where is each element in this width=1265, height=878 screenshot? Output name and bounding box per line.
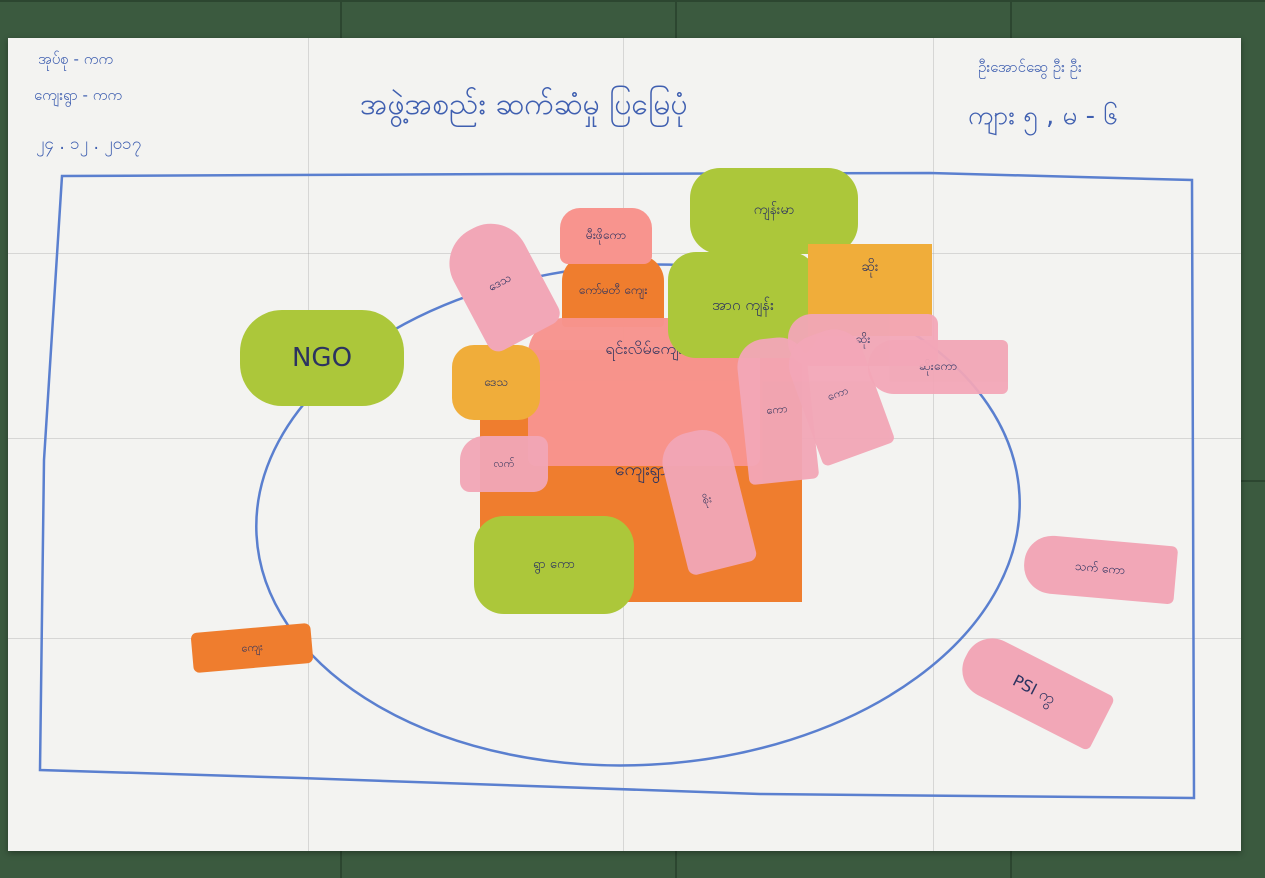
note-center-salmon-label: ရင်းလိမ်ကျေး [605,339,683,358]
paper-fold [308,38,309,851]
note-bottom-green: ရွာ ကော [474,516,634,614]
header-left-line2: ကျေးရွာ - ကက [34,86,123,104]
note-yellow-left-label: ဒေသ [484,374,508,389]
note-bottom-green-label: ရွာ ကော [532,556,576,572]
note-pink-left-small: လက် [460,436,548,492]
floor-seam [1241,480,1265,482]
note-orange-small-label: ကော်မတီ ကျေး [578,283,648,298]
note-top-green: ကျန်းမာ [690,168,858,254]
note-left-pink-tag-label: ဒေသ [485,270,514,295]
header-left-line3: ၂၄ . ၁၂ . ၂၀၁၇ [36,134,142,154]
note-right-pink-label: သက် ကော [1074,559,1126,578]
floor-seam [1010,850,1012,878]
note-mid-green: အာဂ ကျန်း [668,252,818,358]
note-yellow-left: ဒေသ [452,345,540,420]
note-pink-center-tag-label: စိုး [700,492,713,507]
floor-seam [675,850,677,878]
paper-fold [8,638,1241,639]
floor-seam [0,0,1265,2]
note-salmon-top-label: မီးဖိုကော [586,228,626,243]
note-pink-left-small-label: လက် [493,456,515,470]
note-top-green-label: ကျန်းမာ [753,202,795,219]
note-salmon-top: မီးဖိုကော [560,208,652,264]
note-pink-tall-2-label: ကော [825,383,851,404]
floor-seam [340,0,342,40]
header-left-line1: အုပ်စု - ကက [38,50,114,68]
note-pink-tall-1-label: ကော [765,401,789,418]
paper-fold [933,38,934,851]
note-yellow-right-label: ဆိုး [861,259,879,275]
note-mid-green-label: အာဂ ကျန်း [712,295,774,314]
note-ngo: NGO [240,310,404,406]
note-ngo-label: NGO [291,342,353,373]
page-title: အဖွဲ့အစည်း ဆက်ဆံမှု ပြမြေပုံ [360,87,688,122]
floor-seam [1010,0,1012,40]
note-orange-small: ကော်မတီ ကျေး [562,255,664,327]
header-right-line1: ဦးအောင်ဆွေ ဦး ဦး [978,58,1082,76]
floor-seam [675,0,677,40]
note-bottom-left-orange-label: ကျေး [240,640,264,655]
note-psi-label: PSI ကွ [1009,670,1059,709]
floor-seam [340,850,342,878]
header-right-line2: ကျား ၅ , မ - ၆ [968,101,1118,131]
